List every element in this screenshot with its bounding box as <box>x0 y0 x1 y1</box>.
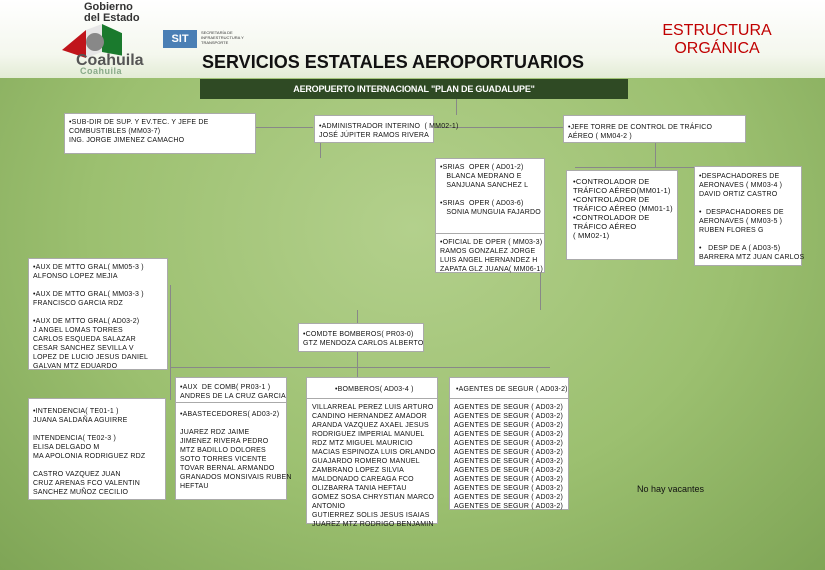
bomberos-head-text: •BOMBEROS( AD03-4 ) <box>335 386 414 393</box>
aux-mtto-text: •AUX DE MTTO GRAL( MM05-3 ) ALFONSO LOPE… <box>33 264 149 370</box>
abastecedores-box: •ABASTECEDORES( AD03-2) JUAREZ RDZ JAIME… <box>175 402 291 500</box>
connector-line <box>170 285 171 400</box>
bomberos-list-text: VILLARREAL PEREZ LUIS ARTURO CANDINO HER… <box>312 404 436 528</box>
agentes-head-text: •AGENTES DE SEGUR ( AD03-2) <box>456 386 568 393</box>
despachadores-box: •DESPACHADORES DE AERONAVES ( MM03-4 ) D… <box>694 166 805 266</box>
aux-comb-box: •AUX DE COMB( PR03-1 ) ANDRES DE LA CRUZ… <box>175 377 287 405</box>
coahuila-text: Coahuila <box>76 52 144 69</box>
state-shield-icon <box>62 24 122 58</box>
sit-label: SIT <box>163 30 197 48</box>
page-title: SERVICIOS ESTATALES AEROPORTUARIOS <box>202 52 585 72</box>
connector-line <box>170 367 550 368</box>
oficial-box: •OFICIAL DE OPER ( MM03-3) RAMOS GONZALE… <box>435 233 545 273</box>
coahuila-sub-text: Coahuila <box>80 66 123 76</box>
oficial-text: •OFICIAL DE OPER ( MM03-3) RAMOS GONZALE… <box>440 239 544 273</box>
srias-box: •SRIAS OPER ( AD01-2) BLANCA MEDRANO E S… <box>435 158 545 238</box>
controlador-text: •CONTROLADOR DE TRÁFICO AÉREO(MM01-1) •C… <box>573 177 673 240</box>
side-title: ESTRUCTURA ORGÁNICA <box>662 22 772 57</box>
del-estado-text: del Estado <box>84 12 140 24</box>
jefe-torre-text: •JEFE TORRE DE CONTROL DE TRÁFICO AÉREO … <box>568 124 713 140</box>
connector-line <box>357 310 358 325</box>
subdir-text: •SUB-DIR DE SUP. Y EV.TEC. Y JEFE DE COM… <box>69 119 209 144</box>
connector-line <box>357 352 358 377</box>
sit-logo: SIT SECRETARÍA DE INFRAESTRUCTURA Y TRAN… <box>163 28 253 52</box>
gobierno-text: Gobierno <box>84 1 133 13</box>
connector-line <box>575 167 755 168</box>
agentes-list-text: AGENTES DE SEGUR ( AD03-2) AGENTES DE SE… <box>454 404 564 510</box>
controlador-box: •CONTROLADOR DE TRÁFICO AÉREO(MM01-1) •C… <box>566 170 678 260</box>
connector-line <box>655 142 656 167</box>
header-band <box>0 0 825 78</box>
comdte-box: •COMDTE BOMBEROS( PR03-0) GTZ MENDOZA CA… <box>298 323 424 352</box>
connector-line <box>320 143 321 158</box>
sit-text: SECRETARÍA DE INFRAESTRUCTURA Y TRANSPOR… <box>201 30 244 45</box>
intendencia-box: •INTENDENCIA( TE01-1 ) JUANA SALDAÑA AGU… <box>28 398 166 500</box>
no-vacantes-note: No hay vacantes <box>637 484 705 494</box>
agentes-list-box: AGENTES DE SEGUR ( AD03-2) AGENTES DE SE… <box>449 398 569 510</box>
airport-banner: AEROPUERTO INTERNACIONAL "PLAN DE GUADAL… <box>200 79 628 99</box>
despachadores-text: •DESPACHADORES DE AERONAVES ( MM03-4 ) D… <box>699 173 805 261</box>
comdte-text: •COMDTE BOMBEROS( PR03-0) GTZ MENDOZA CA… <box>303 331 424 347</box>
abastecedores-text: •ABASTECEDORES( AD03-2) JUAREZ RDZ JAIME… <box>180 411 292 490</box>
connector-line <box>435 127 563 128</box>
aux-comb-text: •AUX DE COMB( PR03-1 ) ANDRES DE LA CRUZ… <box>180 384 286 400</box>
connector-line <box>255 127 313 128</box>
admin-text: •ADMINISTRADOR INTERINO ( MM02-1) JOSÉ J… <box>319 123 459 139</box>
subdir-box: •SUB-DIR DE SUP. Y EV.TEC. Y JEFE DE COM… <box>64 113 256 154</box>
aux-mtto-box: •AUX DE MTTO GRAL( MM05-3 ) ALFONSO LOPE… <box>28 258 168 370</box>
intendencia-text: •INTENDENCIA( TE01-1 ) JUANA SALDAÑA AGU… <box>33 408 146 496</box>
admin-box: •ADMINISTRADOR INTERINO ( MM02-1) JOSÉ J… <box>314 115 458 143</box>
gobierno-coahuila-logo: Gobierno del Estado Coahuila Coahuila <box>62 2 162 76</box>
bomberos-list-box: VILLARREAL PEREZ LUIS ARTURO CANDINO HER… <box>306 398 438 528</box>
connector-line <box>456 99 457 115</box>
srias-text: •SRIAS OPER ( AD01-2) BLANCA MEDRANO E S… <box>440 164 541 216</box>
jefe-torre-box: •JEFE TORRE DE CONTROL DE TRÁFICO AÉREO … <box>563 115 746 143</box>
